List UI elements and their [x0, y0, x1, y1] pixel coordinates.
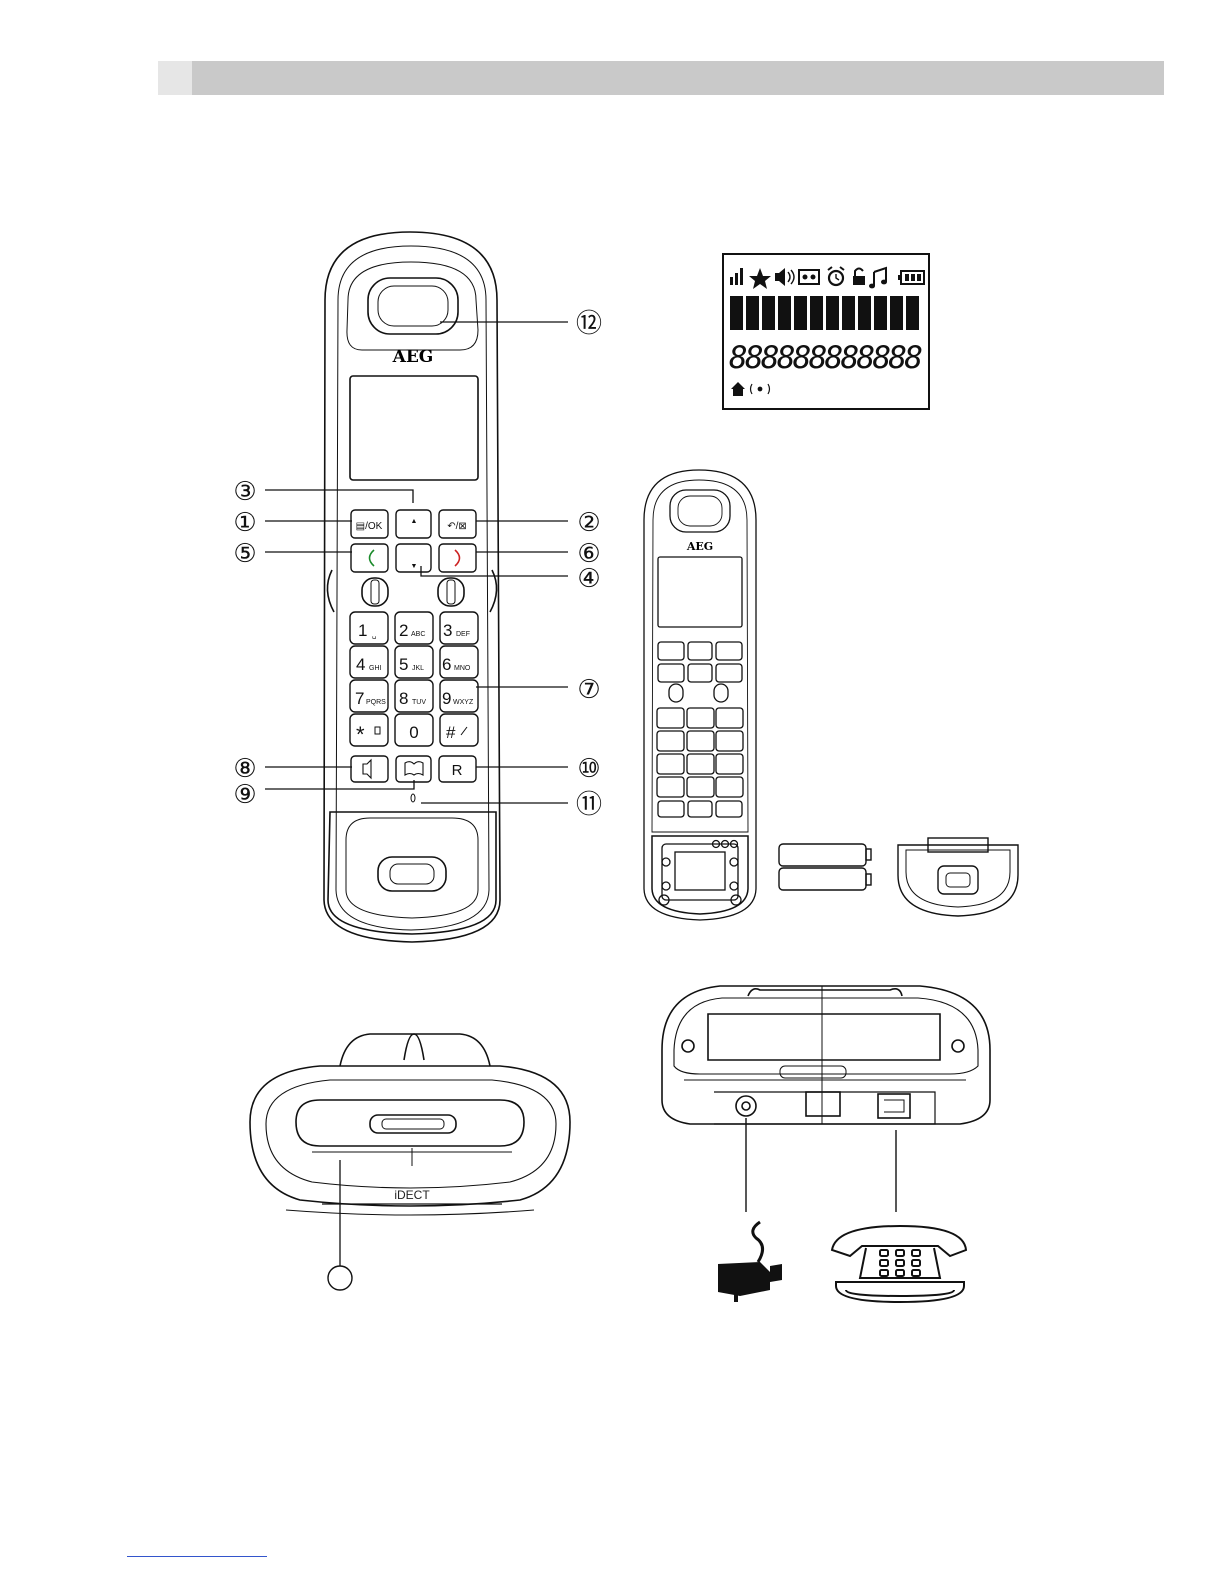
callout-9: ⑨ [233, 780, 256, 810]
telephone-icon [832, 1226, 966, 1302]
key-3-letters: DEF [456, 631, 470, 638]
key-6-digit: 6 [442, 655, 451, 674]
callout-10: ⑩ [577, 754, 600, 784]
key-2-letters: ABC [411, 631, 425, 638]
handset-brand: AEG [392, 347, 434, 367]
talk-icon [370, 550, 375, 566]
lcd-display: 888888888888 [723, 254, 929, 409]
callout-7: ⑦ [577, 675, 600, 705]
speaker-icon [363, 760, 371, 778]
base-back [662, 986, 990, 1124]
base-callout-circle [328, 1266, 352, 1290]
phonebook-icon [405, 762, 423, 775]
battery-cover [898, 838, 1018, 916]
key-6-letters: MNO [454, 665, 471, 672]
handset-small [644, 470, 756, 920]
lcd-digit-row: 888888888888 [729, 340, 923, 376]
key-2-digit: 2 [399, 621, 408, 640]
speaker-key[interactable] [351, 756, 388, 782]
callout-11: ⑪ [576, 790, 602, 820]
key-8-letters: TUV [412, 699, 426, 706]
key-1-digit: 1 [358, 621, 367, 640]
key-5-letters: JKL [412, 665, 424, 672]
callout-12: ⑫ [576, 309, 602, 339]
handset-front [324, 232, 500, 942]
callout-4: ④ [577, 564, 600, 594]
key-9-digit: 9 [442, 689, 451, 708]
key-1[interactable] [350, 612, 388, 644]
small-handset-brand: AEG [686, 540, 713, 553]
key-4-digit: 4 [356, 655, 365, 674]
power-adapter-icon [718, 1222, 782, 1302]
back-mute-label: ↶/⊠ [447, 521, 467, 532]
silent-icon [461, 727, 467, 735]
menu-ok-label: ▤/OK [356, 521, 383, 532]
end-key[interactable] [439, 544, 476, 572]
up-label: ▲ [411, 518, 418, 525]
phonebook-key[interactable] [396, 756, 431, 782]
key-5-digit: 5 [399, 655, 408, 674]
key-0-digit: 0 [409, 723, 418, 742]
callout-2: ② [577, 508, 600, 538]
keylock-icon [375, 727, 380, 734]
key-9-letters: WXYZ [453, 699, 474, 706]
key-star-symbol: * [356, 722, 365, 747]
recall-label: R [452, 762, 463, 779]
callout-1: ① [233, 508, 256, 538]
key-4-letters: GHI [369, 665, 382, 672]
callout-5: ⑤ [233, 539, 256, 569]
footer-rule [127, 1556, 267, 1557]
callout-3: ③ [233, 477, 256, 507]
key-8-digit: 8 [399, 689, 408, 708]
key-hash-symbol: # [446, 723, 456, 742]
key-7-digit: 7 [355, 689, 364, 708]
battery-pack [779, 844, 871, 890]
key-7-letters: PQRS [366, 699, 386, 706]
key-3-digit: 3 [443, 621, 452, 640]
down-label: ▼ [411, 563, 418, 570]
base-label: iDECT [394, 1188, 430, 1202]
end-call-icon [455, 550, 460, 566]
microphone-icon [411, 794, 415, 802]
key-1-letters: ␣ [372, 632, 376, 639]
